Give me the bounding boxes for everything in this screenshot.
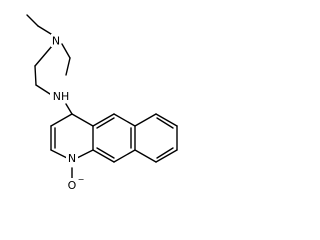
mid-ring-bond-c9a-c10 (113, 149, 136, 163)
ring-bond-c4-c4a (71, 113, 94, 127)
ring-nitrogen-label: N (68, 152, 76, 165)
secondary-amine-label: NH (53, 90, 70, 103)
tertiary-amine-nitrogen-label: N (52, 35, 60, 48)
ethyl-bond-right-outer (65, 57, 71, 76)
ethyl-bond-left-inner (37, 25, 52, 35)
mid-ring-bond-c5-c5a (113, 113, 136, 127)
right-ring-bond-5 (134, 149, 157, 163)
oxide-oxygen-label: O (68, 179, 77, 192)
mid-ring-bond-c10-c10a-double (96, 147, 115, 159)
ethyl-bond-right-inner (61, 43, 71, 59)
chemical-structure-diagram: N NH N O − (26, 14, 178, 192)
right-ring-bond-2 (155, 113, 178, 127)
linker-bond-3 (35, 84, 51, 95)
ring-bond-c3-c4 (50, 113, 73, 127)
linker-bond-1 (34, 45, 53, 67)
right-ring-bond-2-double (156, 117, 174, 129)
ethyl-bond-left-outer (26, 14, 39, 27)
right-ring-bond-4 (155, 149, 178, 163)
ring-bond-n1-c2 (50, 149, 68, 159)
mid-ring-bond-c4a-c5-double (96, 117, 115, 129)
amine-to-ring-bond (65, 103, 73, 115)
right-ring-bond-1 (134, 113, 157, 127)
linker-bond-2 (34, 65, 37, 86)
ring-bond-c10a-n1 (76, 149, 94, 159)
oxide-charge-label: − (78, 175, 85, 184)
mid-ring-bond-c10-c10a (92, 149, 115, 163)
right-ring-bond-4-double (156, 147, 174, 159)
mid-ring-bond-c4a-c5 (92, 113, 115, 127)
